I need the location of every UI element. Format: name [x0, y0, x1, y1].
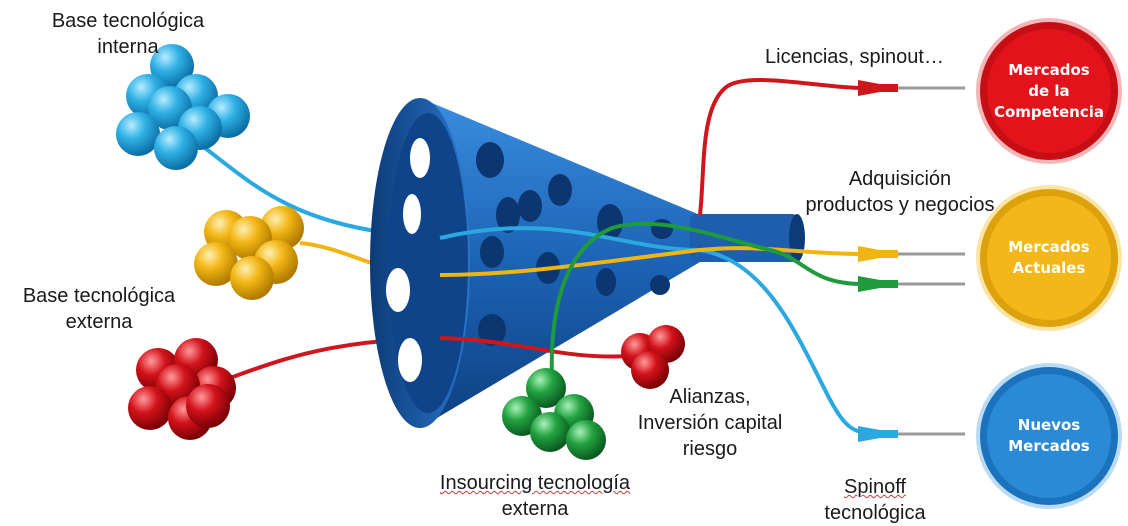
- market-label-line: Mercados: [1008, 60, 1090, 79]
- market-nuevos-circle: Nuevos Mercados: [980, 367, 1118, 505]
- red-dart: [858, 80, 965, 96]
- yellow-wire-through: [439, 246, 863, 277]
- market-label-line: Mercados: [1008, 238, 1090, 256]
- red-ball-cluster: [128, 338, 236, 440]
- cyan-ball-cluster: [116, 44, 250, 170]
- label-line: Licencias, spinout…: [765, 46, 944, 68]
- market-actuales-circle: Mercados Actuales: [980, 189, 1118, 327]
- label-alianzas: Alianzas, Inversión capital riesgo: [610, 384, 810, 462]
- cyan-dart: [858, 426, 965, 442]
- label-line: Base tecnológica: [51, 10, 205, 32]
- label-spinoff: Spinoff tecnológica: [800, 474, 950, 526]
- red-wire-out: [698, 78, 863, 216]
- label-line: productos y negocios: [805, 194, 995, 216]
- yellow-ball-cluster: [194, 206, 304, 300]
- green-dart: [858, 276, 965, 292]
- label-licencias: Licencias, spinout…: [765, 44, 965, 70]
- cyan-wire-through: [439, 226, 863, 434]
- label-line: tecnológica: [824, 502, 926, 524]
- small-red-ball-cluster: [621, 325, 685, 389]
- label-adquisicion: Adquisición productos y negocios: [790, 166, 1010, 218]
- label-base-interna: Base tecnológica interna: [28, 8, 228, 60]
- label-line: externa: [65, 311, 133, 333]
- yellow-dart: [858, 246, 965, 262]
- label-base-externa: Base tecnológica externa: [4, 283, 194, 335]
- label-line: Base tecnológica: [22, 285, 176, 307]
- market-label-line: Competencia: [993, 102, 1105, 121]
- market-label-line: Mercados: [1008, 437, 1090, 455]
- label-line: Spinoff: [844, 476, 906, 498]
- label-insourcing: Insourcing tecnología externa: [420, 470, 650, 522]
- red-wire-through: [439, 336, 631, 359]
- label-line: Alianzas,: [669, 386, 751, 408]
- green-ball-cluster: [502, 368, 606, 460]
- label-line: interna: [97, 36, 159, 58]
- market-competencia-circle: Mercados de la Competencia: [980, 22, 1118, 160]
- label-line: Adquisición: [848, 168, 952, 190]
- market-label-line: Nuevos: [1017, 416, 1081, 434]
- label-line: Insourcing tecnología: [439, 472, 631, 494]
- label-line: riesgo: [682, 438, 738, 460]
- label-line: externa: [501, 498, 569, 520]
- market-label-line: Actuales: [1012, 259, 1086, 277]
- green-wire: [549, 221, 863, 379]
- market-label-line: de la: [1028, 81, 1070, 100]
- label-line: Inversión capital: [637, 412, 783, 434]
